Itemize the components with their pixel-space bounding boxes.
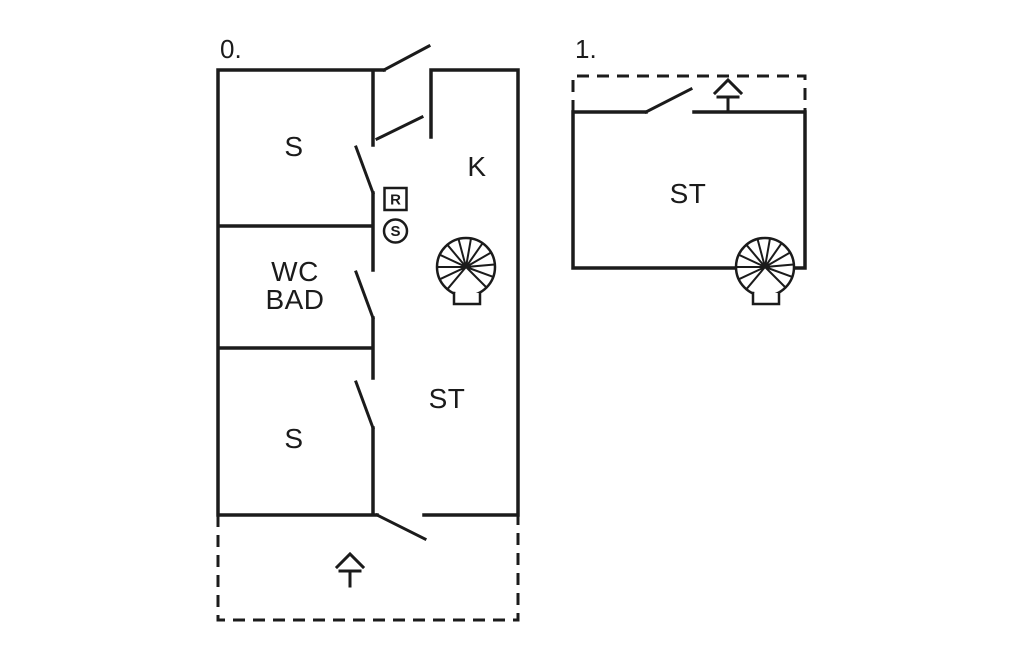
floor1-walls (571, 110, 807, 270)
floor0-label: 0. (220, 34, 242, 64)
floor0-door-leaves (354, 43, 432, 542)
r-symbol-box (383, 186, 408, 212)
floor0-walls (216, 68, 520, 517)
floor1-label: 1. (575, 34, 597, 64)
spiral-stairs-icon (734, 236, 796, 306)
s-symbol-circle (382, 218, 409, 244)
floor1-door-leaf (643, 86, 694, 115)
room-label-wc: WC (271, 256, 319, 287)
room-label-living-floor0: ST (429, 383, 466, 414)
room-label-living-floor1: ST (670, 178, 707, 209)
room-label-bad: BAD (265, 284, 324, 315)
plan-labels: 0. 1. S K WC BAD S ST ST R S (220, 34, 706, 454)
spiral-stairs-icon (435, 236, 497, 306)
entrance-arrow-icon (335, 552, 365, 588)
room-label-bedroom-bottom: S (284, 423, 303, 454)
floor0-terrace-outline (216, 515, 520, 622)
s-symbol-label: S (390, 223, 400, 240)
plan-linework (216, 43, 807, 622)
floor1-dashed-outline (571, 74, 807, 112)
entrance-arrow-icon (713, 78, 743, 114)
room-label-bedroom-top: S (284, 131, 303, 162)
r-symbol-label: R (390, 192, 401, 209)
room-label-kitchen: K (467, 151, 486, 182)
